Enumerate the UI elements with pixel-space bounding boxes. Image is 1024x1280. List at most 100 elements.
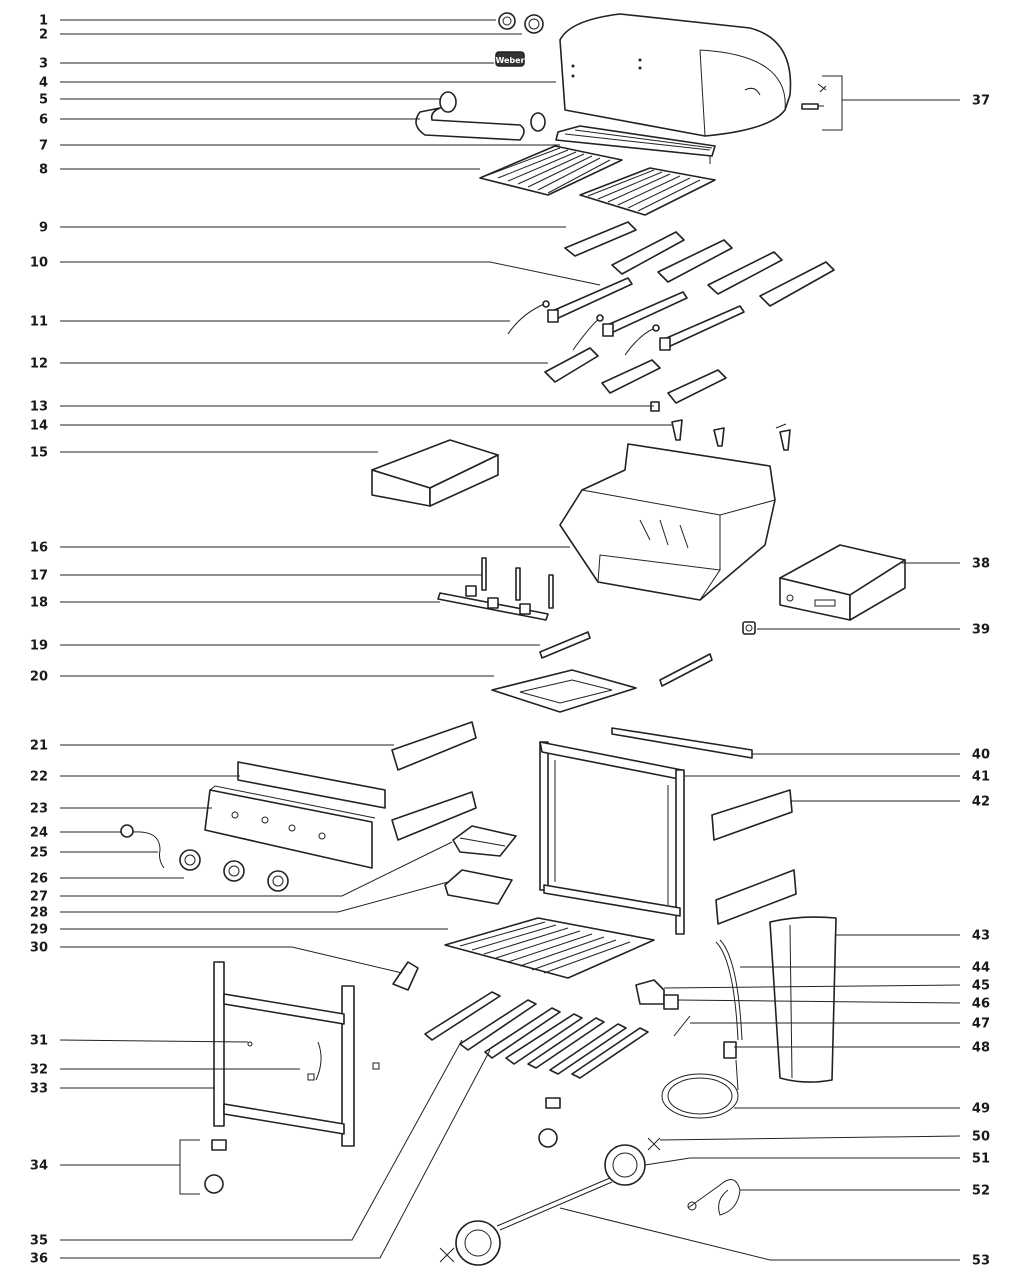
part-cookbox: [559, 443, 776, 601]
leader-line-31: [59, 1039, 249, 1043]
callout-number-28: 28: [30, 906, 48, 921]
callout-number-8: 8: [39, 163, 48, 178]
callout-number-21: 21: [30, 739, 48, 754]
part-catch-pan-rail: [539, 631, 713, 687]
callout-number-6: 6: [39, 113, 48, 128]
callout-number-52: 52: [972, 1184, 990, 1199]
part-left-leg-frame: [213, 961, 380, 1147]
callout-number-45: 45: [972, 979, 990, 994]
part-clips: [650, 401, 791, 451]
callout-number-50: 50: [972, 1130, 990, 1145]
part-cart-frame: [539, 727, 753, 935]
callout-number-47: 47: [972, 1017, 990, 1032]
callout-number-18: 18: [30, 596, 48, 611]
part-front-panel-brace: [391, 721, 477, 841]
callout-number-16: 16: [30, 541, 48, 556]
part-left-side-table: [371, 439, 499, 507]
callout-number-5: 5: [39, 93, 48, 108]
callout-number-22: 22: [30, 770, 48, 785]
part-support-rails: [424, 991, 649, 1079]
callout-number-14: 14: [30, 419, 48, 434]
callout-number-25: 25: [30, 846, 48, 861]
part-lid-pins: [801, 83, 827, 110]
part-tank-shroud: [769, 916, 837, 1083]
leader-line-30: [60, 946, 403, 974]
callout-number-31: 31: [30, 1034, 48, 1049]
part-control-knobs: [179, 849, 289, 892]
callout-number-36: 36: [30, 1252, 48, 1267]
callout-number-26: 26: [30, 872, 48, 887]
callout-number-37: 37: [972, 94, 990, 109]
callout-number-33: 33: [30, 1082, 48, 1097]
part-igniter-wires: [507, 300, 660, 356]
leader-line-45: [663, 984, 961, 989]
leader-line-35: [60, 1039, 463, 1241]
callout-number-38: 38: [972, 557, 990, 572]
callout-number-32: 32: [30, 1063, 48, 1078]
callout-number-35: 35: [30, 1234, 48, 1249]
callout-number-19: 19: [30, 639, 48, 654]
callout-labels: 1234567891011121314151617181920212223242…: [30, 14, 990, 1269]
part-nut: [742, 621, 756, 635]
callout-number-9: 9: [39, 221, 48, 236]
part-warming-rack: [555, 125, 716, 164]
leader-line-53: [559, 1207, 960, 1261]
callout-number-53: 53: [972, 1254, 990, 1269]
callout-number-30: 30: [30, 941, 48, 956]
callout-number-34: 34: [30, 1159, 48, 1174]
part-cooking-grates: [479, 145, 716, 216]
part-bottom-shelf: [444, 917, 655, 979]
part-control-panel: [204, 761, 386, 869]
leader-bracket-34: [179, 1139, 200, 1195]
part-handle: [415, 91, 546, 141]
callout-number-12: 12: [30, 357, 48, 372]
callout-number-1: 1: [39, 14, 48, 29]
callout-number-48: 48: [972, 1041, 990, 1056]
part-wheels-axle: [439, 1137, 741, 1266]
leader-line-10: [60, 261, 601, 286]
leader-line-28: [60, 881, 449, 913]
callout-number-46: 46: [972, 997, 990, 1012]
callout-number-43: 43: [972, 929, 990, 944]
callout-number-49: 49: [972, 1102, 990, 1117]
callout-number-41: 41: [972, 770, 990, 785]
logo-text: Weber: [495, 56, 524, 65]
callout-number-2: 2: [39, 28, 48, 43]
callout-number-39: 39: [972, 623, 990, 638]
part-thermometer: [498, 12, 544, 34]
callout-number-27: 27: [30, 890, 48, 905]
callout-number-24: 24: [30, 826, 48, 841]
callout-number-44: 44: [972, 961, 990, 976]
part-right-side-table: [779, 544, 906, 621]
callout-number-13: 13: [30, 400, 48, 415]
part-tank-clip: [392, 961, 419, 991]
callout-number-20: 20: [30, 670, 48, 685]
callout-number-11: 11: [30, 315, 48, 330]
part-caster-left: [204, 1097, 561, 1194]
callout-number-40: 40: [972, 748, 990, 763]
callout-number-3: 3: [39, 57, 48, 72]
part-manifold: [437, 557, 554, 621]
leader-line-27: [60, 841, 453, 897]
callout-number-42: 42: [972, 795, 990, 810]
callout-number-7: 7: [39, 139, 48, 154]
part-grease-catch-pans: [444, 825, 517, 905]
callout-number-29: 29: [30, 923, 48, 938]
leader-line-36: [60, 1049, 491, 1259]
leader-line-51: [644, 1157, 960, 1166]
part-grease-tray: [491, 669, 637, 713]
part-rear-panels: [711, 789, 797, 925]
leader-line-50: [659, 1135, 961, 1141]
part-gas-hose: [635, 939, 743, 1119]
callout-number-10: 10: [30, 256, 48, 271]
part-heat-deflectors: [544, 347, 727, 404]
part-flavorizer-bars: [564, 221, 835, 307]
callout-number-23: 23: [30, 802, 48, 817]
part-lid: [559, 13, 792, 137]
callout-number-17: 17: [30, 569, 48, 584]
leader-bracket-37: [822, 75, 843, 131]
part-igniter-button: [120, 824, 165, 869]
callout-number-51: 51: [972, 1152, 990, 1167]
callout-number-15: 15: [30, 446, 48, 461]
